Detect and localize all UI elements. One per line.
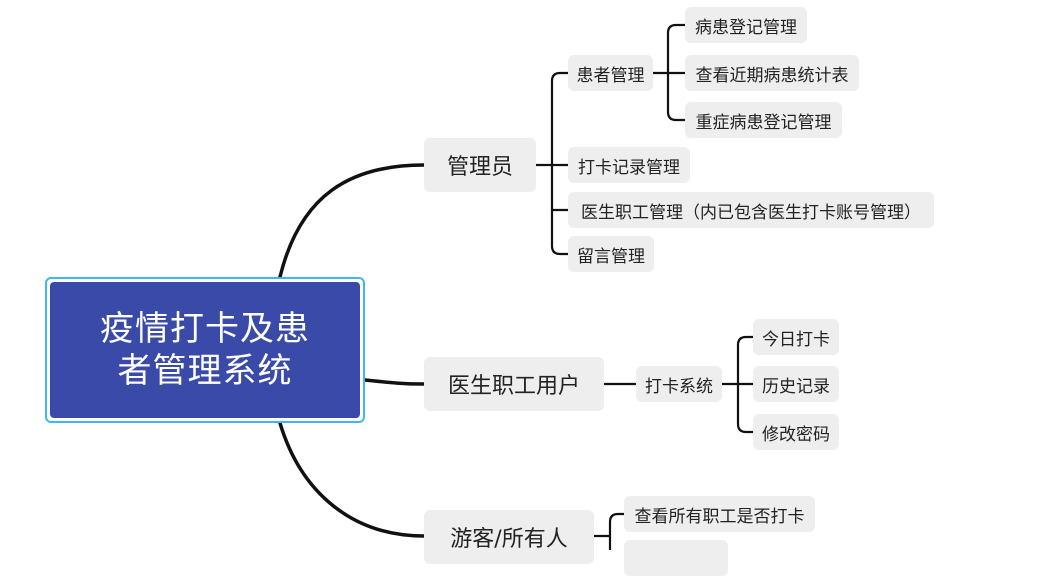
connector-root-admin [278, 163, 426, 279]
topic-checkin-record-management[interactable]: 打卡记录管理 [568, 147, 690, 183]
connector-admin-bracket [550, 71, 570, 256]
topic-history-records[interactable]: 历史记录 [753, 366, 839, 402]
root-topic-fill: 疫情打卡及患者管理系统 [50, 282, 360, 418]
topic-message-management[interactable]: 留言管理 [568, 236, 654, 272]
topic-visitor-second-child[interactable] [624, 540, 728, 576]
topic-recent-patient-stats[interactable]: 查看近期病患统计表 [685, 55, 859, 91]
topic-view-staff-checkin[interactable]: 查看所有职工是否打卡 [624, 496, 815, 532]
connector-root-visitor [278, 421, 426, 538]
topic-severe-patient-registration[interactable]: 重症病患登记管理 [685, 102, 842, 138]
topic-doctor-user[interactable]: 医生职工用户 [424, 357, 604, 411]
connector-lines [278, 23, 755, 550]
root-topic[interactable]: 疫情打卡及患者管理系统 [45, 277, 365, 423]
topic-visitor[interactable]: 游客/所有人 [424, 510, 594, 564]
topic-admin[interactable]: 管理员 [424, 138, 536, 192]
topic-change-password[interactable]: 修改密码 [753, 414, 839, 450]
topic-checkin-system[interactable]: 打卡系统 [636, 366, 722, 402]
connector-visitor-bracket [608, 512, 626, 550]
root-topic-label: 疫情打卡及患者管理系统 [100, 309, 310, 391]
topic-staff-management[interactable]: 医生职工管理（内已包含医生打卡账号管理） [568, 192, 934, 228]
topic-patient-management[interactable]: 患者管理 [568, 55, 653, 91]
topic-today-checkin[interactable]: 今日打卡 [753, 319, 839, 355]
topic-patient-registration[interactable]: 病患登记管理 [685, 7, 807, 43]
mind-map-canvas: 疫情打卡及患者管理系统 管理员 医生职工用户 游客/所有人 患者管理 打卡记录管… [45, 7, 934, 576]
connector-root-doctor [363, 378, 426, 386]
